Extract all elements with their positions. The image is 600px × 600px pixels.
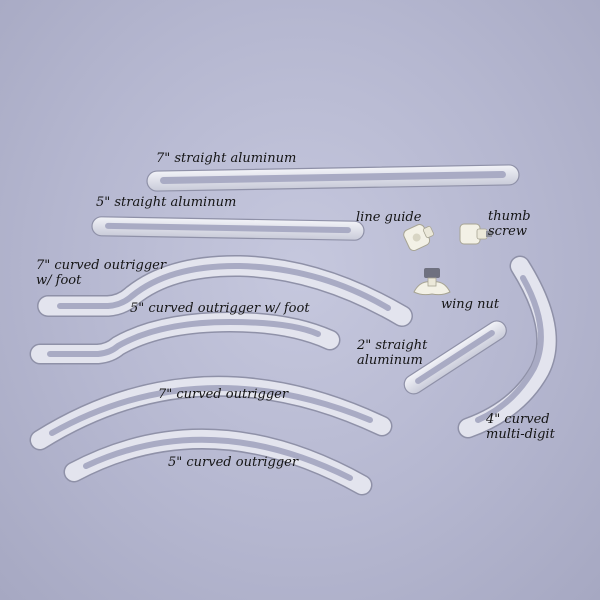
part-4in-curved-multi-digit [457, 255, 558, 439]
part-thumb-screw [459, 223, 492, 245]
label-2in-straight-aluminum: 2" straight aluminum [357, 338, 428, 368]
part-5in-curved-outrigger [63, 428, 373, 496]
label-wing-nut: wing nut [441, 297, 500, 312]
part-5in-curved-outrigger-with-foot [29, 311, 341, 365]
label-7in-curved-outrigger: 7" curved outrigger [158, 387, 289, 402]
part-7in-curved-outrigger-with-foot [37, 254, 413, 327]
part-7in-straight-aluminum [146, 164, 520, 192]
label-5in-curved-outrigger-with-foot: 5" curved outrigger w/ foot [130, 301, 310, 316]
part-5in-straight-aluminum [91, 216, 365, 241]
label-thumb-screw: thumb screw [488, 209, 531, 239]
part-wing-nut [413, 268, 451, 296]
label-4in-curved-multi-digit: 4" curved multi-digit [486, 412, 555, 442]
part-line-guide [403, 224, 434, 251]
label-7in-straight-aluminum: 7" straight aluminum [156, 151, 297, 166]
label-5in-curved-outrigger: 5" curved outrigger [168, 455, 299, 470]
label-line-guide: line guide [356, 210, 422, 225]
label-7in-curved-outrigger-with-foot: 7" curved outrigger w/ foot [36, 258, 167, 288]
part-2in-straight-aluminum [403, 320, 507, 395]
label-5in-straight-aluminum: 5" straight aluminum [96, 195, 237, 210]
part-7in-curved-outrigger [29, 375, 393, 451]
